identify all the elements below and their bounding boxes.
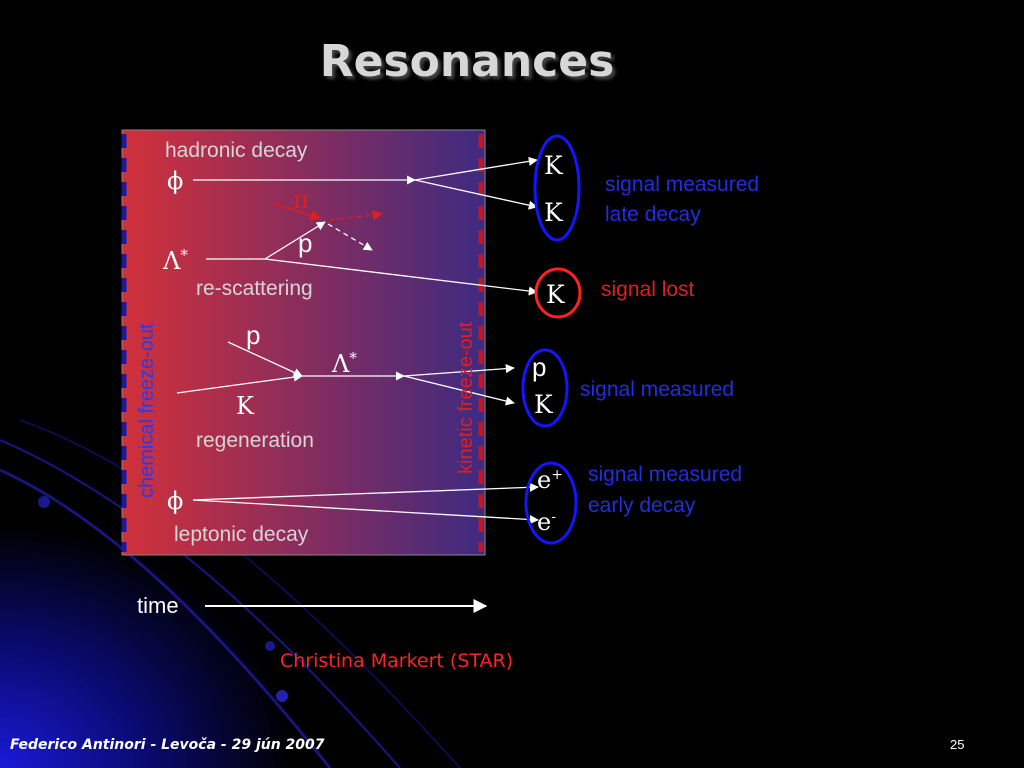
proton-in-track [227, 341, 303, 377]
kinetic-freeze-out-label: kinetic freeze-out [455, 321, 477, 474]
chemical-freeze-out-label: chemical freeze-out [136, 323, 158, 498]
electron-symbol: e [537, 466, 552, 494]
time-label: time [137, 593, 179, 618]
k-symbol-detected-lower: K [544, 198, 563, 227]
e-minus-symbol: e- [537, 508, 556, 536]
p-symbol-detected: p [532, 352, 547, 382]
k-out-track [403, 375, 515, 406]
outcome-late-decay-line2: late decay [605, 203, 701, 226]
phi-symbol-leptonic: ϕ [167, 487, 184, 515]
k-lost-ellipse [534, 267, 582, 319]
plus-sign: + [551, 467, 563, 483]
p-out-track [403, 364, 515, 377]
outcome-late-decay-line1: signal measured [605, 173, 760, 196]
process-label-hadronic-decay: hadronic decay [165, 139, 308, 162]
outcome-signal-lost: signal lost [601, 278, 695, 301]
k-in-track [176, 372, 303, 394]
fireball-region [121, 129, 486, 556]
process-label-re-scattering: re-scattering [196, 277, 313, 300]
outcome-signal-measured: signal measured [580, 378, 735, 401]
process-label-leptonic-decay: leptonic decay [174, 523, 309, 546]
phi-lepton-track [192, 482, 539, 501]
pion-track [273, 203, 322, 221]
page-number: 25 [950, 737, 965, 752]
k-symbol-detected-regeneration: K [534, 390, 553, 419]
pi-symbol: π [293, 186, 309, 214]
star-symbol: * [180, 246, 188, 264]
phi-symbol-hadronic: ϕ [167, 167, 184, 195]
ee-detection-ellipse [524, 461, 578, 545]
footer-text: Federico Antinori - Levoča - 29 jún 2007 [10, 737, 325, 753]
lambda-star-symbol-regeneration: Λ* [332, 349, 357, 378]
slide-title: Resonances [319, 36, 615, 87]
proton-symbol-regeneration: p [246, 320, 261, 350]
proton-track [264, 221, 326, 260]
k-track-lower [414, 179, 538, 210]
outcome-early-decay-line2: early decay [588, 494, 696, 517]
lambda-star-symbol-rescatter: Λ* [163, 246, 188, 275]
lambda-symbol: Λ [163, 247, 181, 275]
outcome-early-decay-line1: signal measured [588, 463, 743, 486]
e-plus-symbol: e+ [537, 466, 563, 494]
kk-detection-ellipse [533, 134, 581, 242]
k-track-upper [414, 156, 538, 181]
k-symbol-lost: K [546, 280, 565, 309]
ee-track [192, 499, 539, 525]
star-symbol: * [349, 349, 357, 367]
pk-detection-ellipse [521, 348, 569, 428]
process-label-regeneration: regeneration [196, 429, 314, 452]
electron-symbol: e [537, 508, 552, 536]
k-rescattered-track [264, 258, 538, 296]
lambda-symbol: Λ [332, 350, 350, 378]
k-symbol-detected-upper: K [544, 151, 563, 180]
minus-sign: - [551, 509, 556, 525]
proton-symbol-rescatter: p [298, 228, 313, 258]
k-symbol-regeneration-in: K [236, 392, 254, 420]
credit-text: Christina Markert (STAR) [280, 650, 514, 672]
